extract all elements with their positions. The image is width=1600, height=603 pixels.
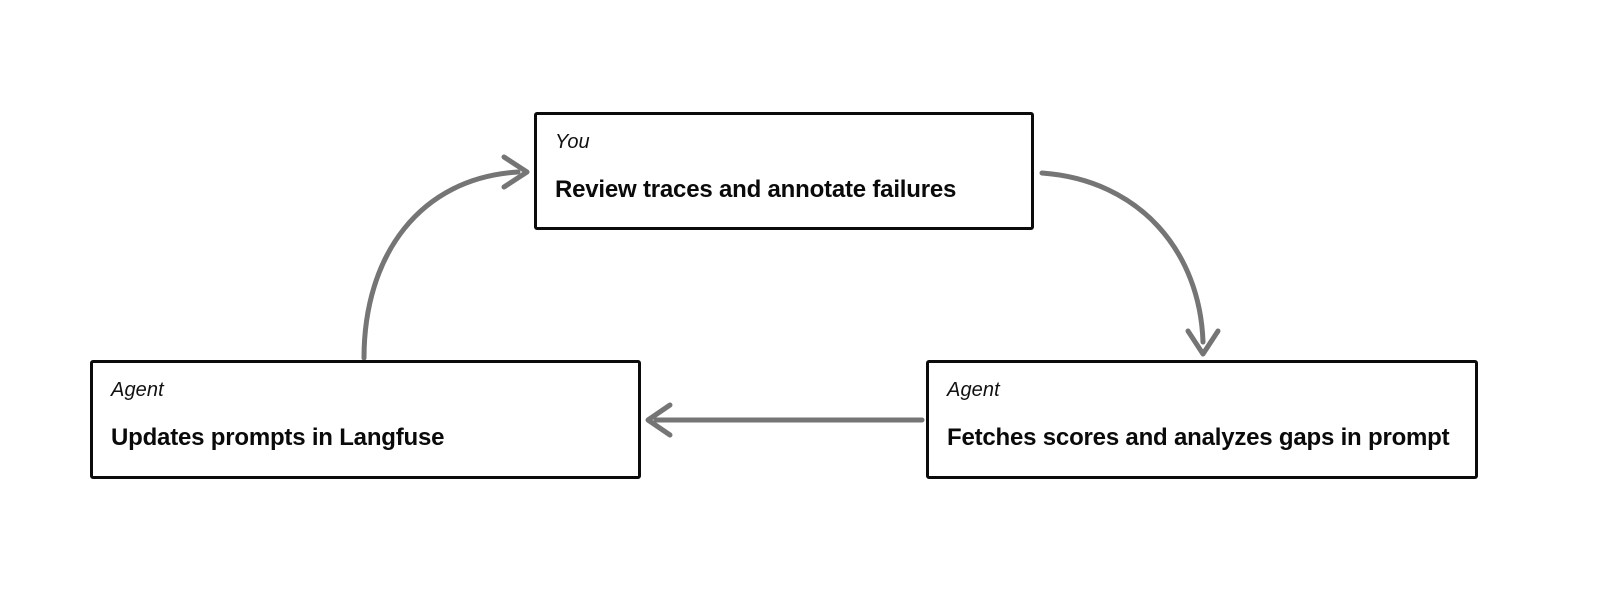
node-agent-updates[interactable]: Agent Updates prompts in Langfuse — [90, 360, 641, 479]
node-role-label: Agent — [947, 379, 1000, 401]
node-you-review[interactable]: You Review traces and annotate failures — [534, 112, 1034, 230]
node-role-label: Agent — [111, 379, 164, 401]
node-agent-fetches[interactable]: Agent Fetches scores and analyzes gaps i… — [926, 360, 1478, 479]
node-title-label: Review traces and annotate failures — [555, 176, 957, 203]
node-title-label: Updates prompts in Langfuse — [111, 424, 445, 451]
edge-updates-to-you — [361, 154, 530, 361]
node-role-label: You — [555, 131, 590, 153]
edge-fetches-to-updates — [645, 402, 925, 438]
node-title-label: Fetches scores and analyzes gaps in prom… — [947, 424, 1450, 451]
edge-you-to-fetches — [1039, 170, 1221, 357]
